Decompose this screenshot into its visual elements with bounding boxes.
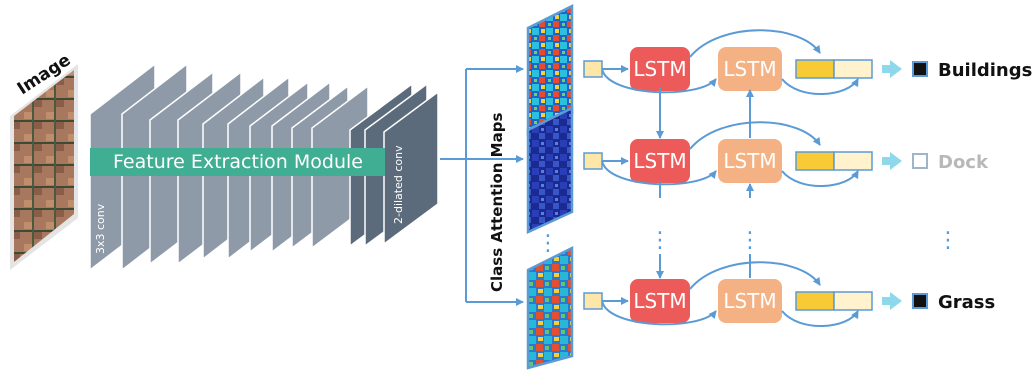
vertical-connections: [656, 88, 754, 279]
lstm-forward-cell: [630, 47, 690, 91]
class-indicator: [912, 153, 928, 169]
ellipsis-maps: ⋮: [537, 231, 559, 256]
input-aerial-image: [14, 70, 74, 262]
lstm-forward-label: LSTM: [633, 57, 686, 81]
output-arrow-shaft: [882, 297, 892, 305]
lstm-backward-label: LSTM: [723, 57, 776, 81]
attention-label: Class Attention Maps: [488, 113, 506, 292]
backward-to-output-arrow: [781, 170, 859, 187]
input-to-backward-arrow: [601, 160, 717, 186]
output-vector-backward: [833, 151, 873, 171]
class-label-dock: Dock: [938, 152, 989, 173]
lstm-backward-cell: [718, 279, 782, 323]
class-label-buildings: Buildings: [938, 60, 1032, 81]
lstm-forward-cell: [630, 279, 690, 323]
class-indicator: [912, 293, 928, 309]
output-vector-forward: [795, 59, 835, 79]
lstm-forward-cell: [630, 139, 690, 183]
first-layer-label: 3x3 conv: [94, 203, 107, 254]
last-layer-label: 2-dilated conv: [392, 145, 405, 224]
attention-map-dock: [526, 105, 574, 234]
attention-map-grass: [526, 245, 574, 370]
input-to-backward-arrow: [601, 300, 717, 326]
lstm-backward-label: LSTM: [723, 289, 776, 313]
class-label-grass: Grass: [938, 292, 995, 313]
output-arrow-head: [890, 60, 902, 78]
row-input-feature: [583, 60, 603, 78]
lstm-backward-label: LSTM: [723, 149, 776, 173]
lstm-backward-cell: [718, 139, 782, 183]
output-vector-forward: [795, 151, 835, 171]
forward-to-output-arrow: [689, 261, 821, 290]
input-to-backward-arrow: [601, 68, 717, 94]
backward-to-output-arrow: [781, 78, 859, 95]
feature-layer-dark: [383, 90, 439, 246]
backward-to-output-arrow: [781, 310, 859, 327]
row-input-feature: [583, 292, 603, 310]
lstm-backward-cell: [718, 47, 782, 91]
output-vector-backward: [833, 59, 873, 79]
output-arrow-shaft: [882, 157, 892, 165]
row-input-feature: [583, 152, 603, 170]
ellipsis-classes: ⋮: [937, 228, 959, 253]
class-indicator: [912, 61, 928, 77]
output-arrow-head: [890, 292, 902, 310]
lstm-forward-label: LSTM: [633, 289, 686, 313]
output-vector-backward: [833, 291, 873, 311]
ellipsis-lstm-forward: ⋮: [649, 228, 671, 253]
output-vector-forward: [795, 291, 835, 311]
split-connector: [440, 65, 524, 306]
forward-to-output-arrow: [689, 29, 821, 58]
ellipsis-lstm-backward: ⋮: [739, 228, 761, 253]
output-arrow-shaft: [882, 65, 892, 73]
forward-to-output-arrow: [689, 121, 821, 150]
lstm-forward-label: LSTM: [633, 149, 686, 173]
output-arrow-head: [890, 152, 902, 170]
feature-extraction-label: Feature Extraction Module: [113, 151, 363, 173]
feature-extraction-band: [90, 148, 385, 176]
